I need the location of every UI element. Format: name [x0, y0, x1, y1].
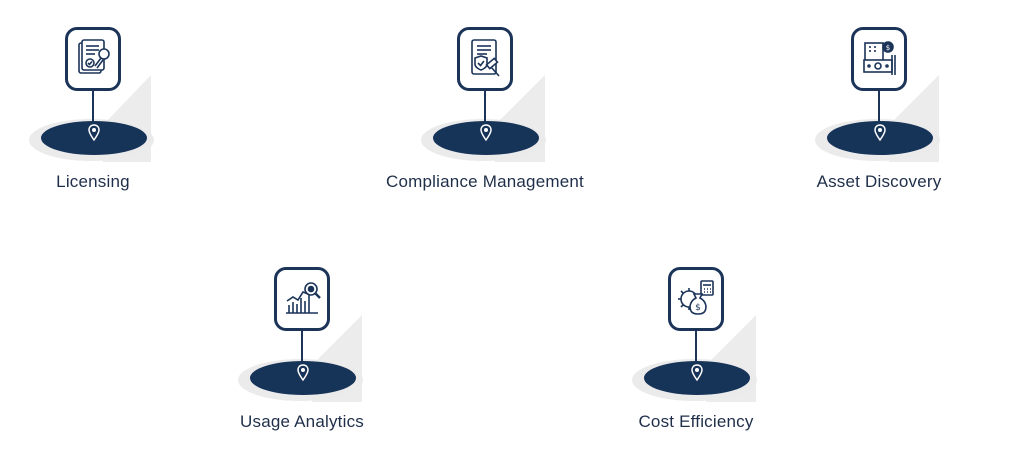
- asset-icon-box: $: [851, 27, 907, 91]
- analytics-icon-box: [274, 267, 330, 331]
- svg-text:$: $: [695, 303, 701, 313]
- connector-stem: [695, 331, 697, 361]
- location-pin-base: [250, 361, 356, 395]
- connector-stem: [484, 91, 486, 121]
- svg-text:$: $: [886, 44, 890, 52]
- analytics-chart-magnifier-icon: [286, 282, 321, 314]
- location-pin-icon: [480, 124, 492, 142]
- connector-stem: [92, 91, 94, 121]
- asset-building-money-icon: $: [863, 41, 896, 75]
- location-pin-icon: [88, 124, 100, 142]
- location-pin-icon: [874, 124, 886, 142]
- compliance-shield-gavel-icon: [471, 39, 500, 77]
- cost-gear-moneybag-calculator-icon: $: [678, 280, 714, 315]
- location-pin-icon: [691, 364, 703, 382]
- feature-node-cost-efficiency: $ Cost Efficiency: [566, 267, 826, 467]
- cost-icon-box: $: [668, 267, 724, 331]
- feature-label: Cost Efficiency: [638, 412, 754, 431]
- location-pin-base: [41, 121, 147, 155]
- license-document-icon: [78, 39, 110, 74]
- location-pin-base: [433, 121, 539, 155]
- feature-node-asset-discovery: $ Asset Discovery: [749, 27, 1009, 227]
- feature-label: Asset Discovery: [816, 172, 942, 191]
- connector-stem: [878, 91, 880, 121]
- feature-node-usage-analytics: Usage Analytics: [172, 267, 432, 467]
- feature-node-compliance-management: Compliance Management: [355, 27, 615, 227]
- location-pin-base: [827, 121, 933, 155]
- feature-label: Usage Analytics: [240, 412, 364, 431]
- compliance-icon-box: [457, 27, 513, 91]
- feature-label: Licensing: [56, 172, 130, 191]
- feature-node-licensing: Licensing: [0, 27, 223, 227]
- location-pin-icon: [297, 364, 309, 382]
- licensing-icon-box: [65, 27, 121, 91]
- location-pin-base: [644, 361, 750, 395]
- connector-stem: [301, 331, 303, 361]
- feature-label: Compliance Management: [386, 172, 584, 191]
